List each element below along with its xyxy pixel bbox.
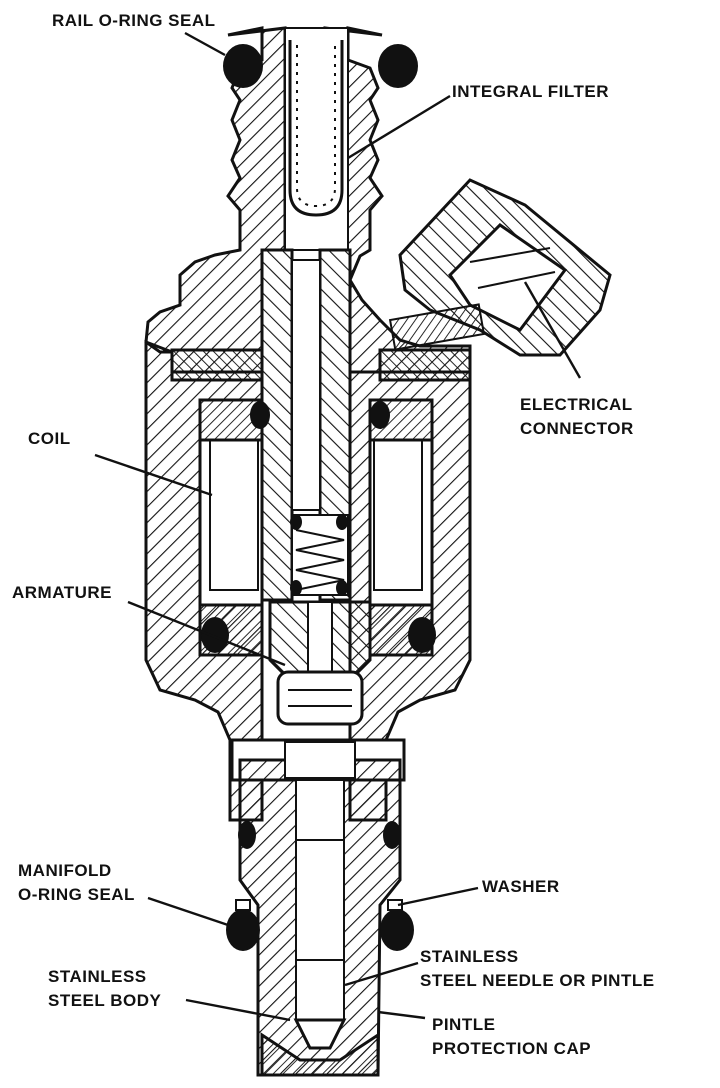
label-washer: WASHER (482, 877, 560, 896)
nozzle-body (226, 738, 414, 1077)
label-needle-line1: STAINLESS (420, 947, 519, 966)
rail-o-ring (223, 44, 418, 88)
label-needle-line2: STEEL NEEDLE OR PINTLE (420, 971, 655, 990)
armature-assembly (268, 514, 372, 726)
label-integral-filter: INTEGRAL FILTER (452, 82, 609, 101)
coil-windings (198, 398, 436, 657)
leaders (94, 31, 582, 1022)
label-body-line1: STAINLESS (48, 967, 147, 986)
label-armature: ARMATURE (12, 583, 112, 602)
label-electrical-connector-line1: ELECTRICAL (520, 395, 633, 414)
label-manifold-line2: O-RING SEAL (18, 885, 135, 904)
label-pintle-cap-line2: PROTECTION CAP (432, 1039, 591, 1058)
label-electrical-connector-line2: CONNECTOR (520, 419, 634, 438)
label-manifold-line1: MANIFOLD (18, 861, 112, 880)
label-coil: COIL (28, 429, 71, 448)
label-rail-o-ring-seal: RAIL O-RING SEAL (52, 11, 216, 30)
label-pintle-cap-line1: PINTLE (432, 1015, 495, 1034)
integral-filter (284, 27, 349, 251)
electrical-connector-shape (388, 178, 612, 357)
label-body-line2: STEEL BODY (48, 991, 161, 1010)
